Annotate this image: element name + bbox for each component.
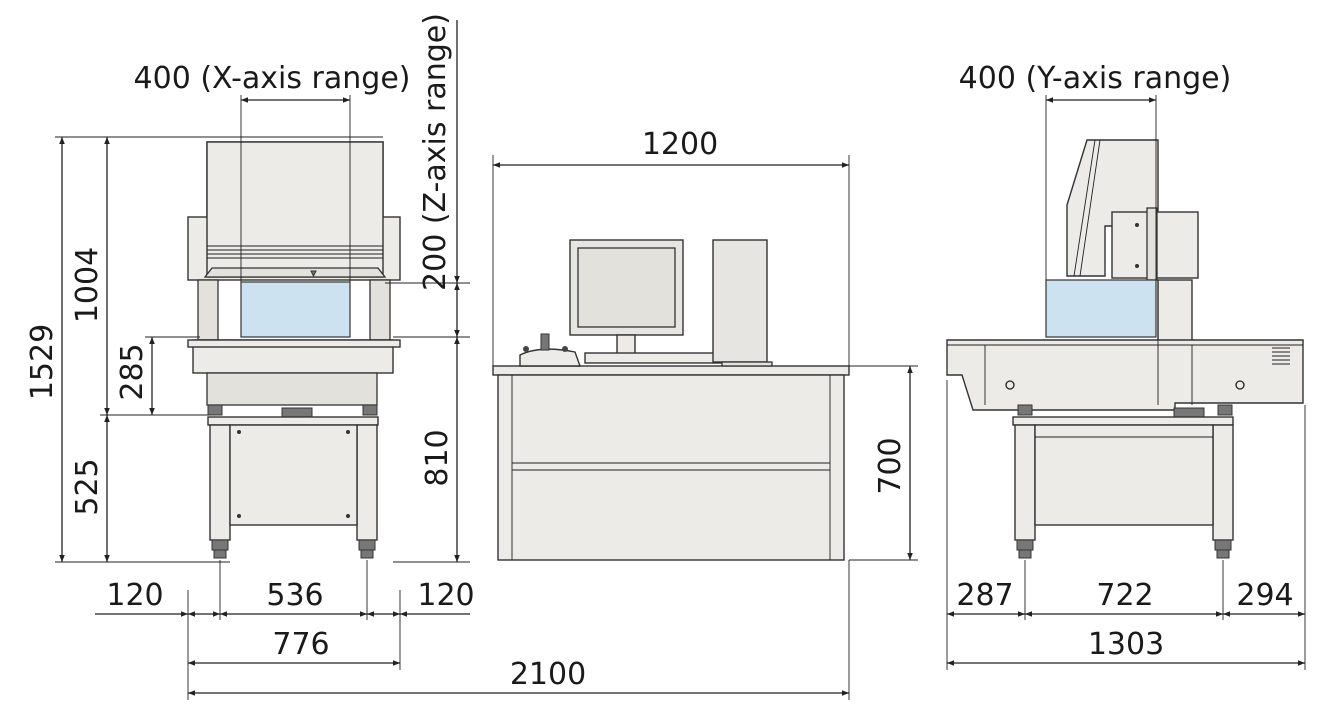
total-height-label: 1529 bbox=[25, 324, 60, 400]
side-view-machine bbox=[946, 139, 1304, 559]
front-view-machine bbox=[187, 141, 401, 559]
total-width-label: 2100 bbox=[510, 657, 586, 692]
dimension-lines bbox=[55, 20, 1306, 700]
dimension-labels: 400 (X-axis range) 400 (Y-axis range) 20… bbox=[25, 13, 1294, 692]
vent-grill bbox=[1272, 347, 1290, 365]
left-overhang-label: 120 bbox=[106, 578, 163, 613]
leg-span-side-label: 722 bbox=[1096, 578, 1153, 613]
z-axis-range-label: 200 (Z-axis range) bbox=[418, 13, 453, 291]
base-height-label: 525 bbox=[70, 458, 105, 515]
x-axis-range-label: 400 (X-axis range) bbox=[134, 61, 411, 96]
side-left-label: 287 bbox=[956, 578, 1013, 613]
y-axis-range-label: 400 (Y-axis range) bbox=[959, 61, 1232, 96]
table-width-label: 1200 bbox=[642, 127, 718, 162]
table-height-label: 700 bbox=[873, 437, 908, 494]
work-height-label: 810 bbox=[420, 429, 455, 486]
leg-span-front-label: 536 bbox=[266, 578, 323, 613]
side-right-label: 294 bbox=[1236, 578, 1293, 613]
front-width-label: 776 bbox=[272, 627, 329, 662]
stage-height-label: 285 bbox=[115, 343, 150, 400]
console-table bbox=[492, 239, 850, 561]
right-overhang-label: 120 bbox=[417, 578, 474, 613]
head-height-label: 1004 bbox=[70, 247, 105, 323]
side-width-label: 1303 bbox=[1088, 627, 1164, 662]
